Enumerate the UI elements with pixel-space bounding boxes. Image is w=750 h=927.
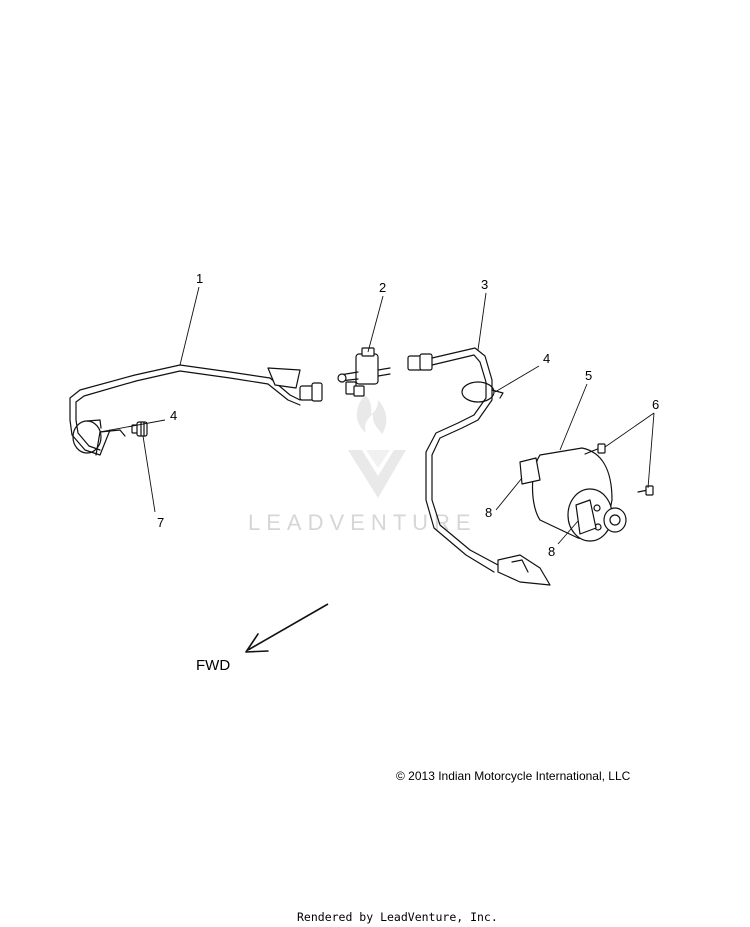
callout-2: 2 bbox=[379, 280, 386, 295]
callout-4-right: 4 bbox=[543, 351, 550, 366]
fwd-label: FWD bbox=[196, 657, 230, 674]
footer-text: Rendered by LeadVenture, Inc. bbox=[297, 910, 498, 924]
callout-5: 5 bbox=[585, 368, 592, 383]
hose-clamp-left bbox=[72, 419, 102, 454]
callout-4-left: 4 bbox=[170, 408, 177, 423]
callout-8-upper: 8 bbox=[485, 505, 492, 520]
callout-8-lower: 8 bbox=[548, 544, 555, 559]
callout-1: 1 bbox=[196, 271, 203, 286]
copyright-text: © 2013 Indian Motorcycle International, … bbox=[396, 769, 631, 783]
callout-6: 6 bbox=[652, 397, 659, 412]
watermark-logo bbox=[348, 395, 406, 498]
screws-6 bbox=[584, 443, 654, 496]
fuel-line-left bbox=[69, 364, 323, 456]
fuel-line-right bbox=[407, 347, 551, 586]
evap-canister bbox=[519, 447, 627, 542]
leader-lines bbox=[99, 286, 655, 545]
purge-valve bbox=[337, 347, 391, 397]
hose-clamp-right bbox=[461, 381, 504, 403]
forward-arrow bbox=[245, 603, 329, 653]
callout-3: 3 bbox=[481, 277, 488, 292]
watermark-text: LEADVENTURE bbox=[248, 510, 477, 535]
callout-7: 7 bbox=[157, 515, 164, 530]
